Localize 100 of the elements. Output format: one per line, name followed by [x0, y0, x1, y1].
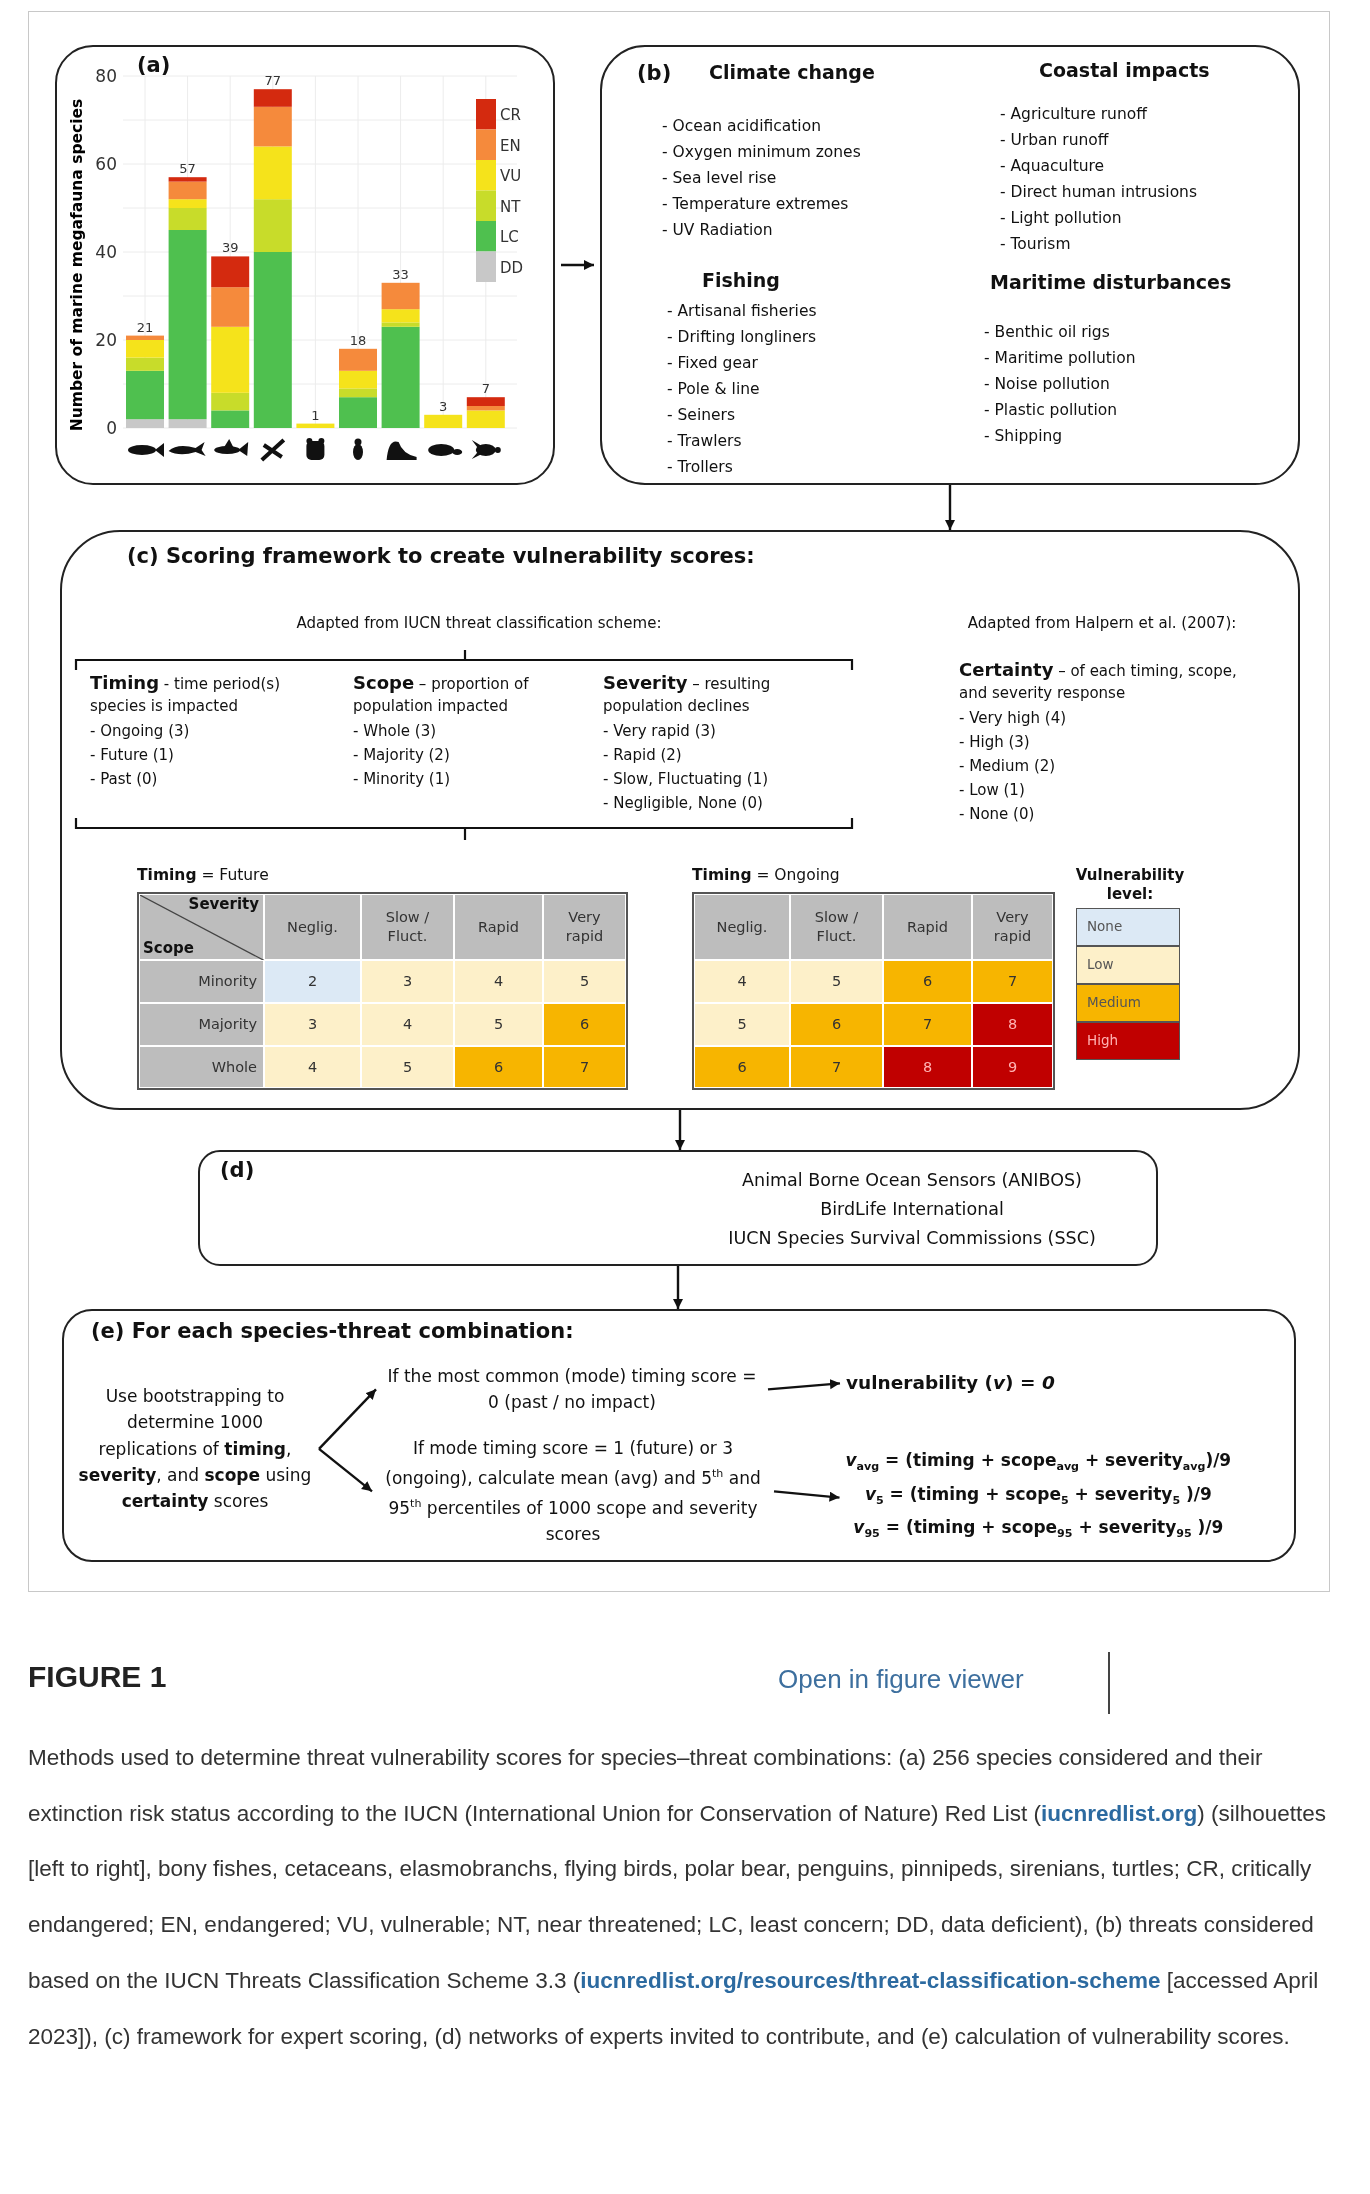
column-header: Rapid: [454, 894, 543, 960]
value-label: 3: [439, 398, 448, 414]
bar: [381, 322, 420, 327]
organization-name: Animal Borne Ocean Sensors (ANIBOS): [741, 1169, 1083, 1192]
legend-swatch: Medium: [1076, 984, 1180, 1022]
arrow: [945, 485, 955, 530]
bar: [339, 370, 377, 389]
list-item: - Maritime pollution: [984, 348, 1137, 369]
list-item: - Past (0): [90, 769, 159, 790]
organization-name: BirdLife International: [819, 1198, 1005, 1221]
section-heading: Fishing: [702, 269, 781, 291]
list-item: - Noise pollution: [984, 374, 1111, 395]
list-item: - Medium (2): [959, 756, 1057, 777]
panel-title: (c) Scoring framework to create vulnerability scores:: [127, 544, 756, 568]
arrow: [773, 1490, 840, 1502]
list-item: - Benthic oil rigs: [984, 322, 1111, 343]
list-item: - Very rapid (3): [603, 721, 717, 742]
arrow: [561, 260, 594, 270]
list-item: - Sea level rise: [662, 168, 778, 189]
list-item: - None (0): [959, 804, 1036, 825]
list-item: - Ocean acidification: [662, 116, 822, 137]
row-header: Majority: [139, 1003, 264, 1046]
axis-tick-label: 80: [95, 66, 117, 86]
table-cell: 7: [543, 1046, 626, 1088]
axis-tick-label: 40: [95, 242, 117, 262]
column-header: Neglig.: [264, 894, 361, 960]
step-text: Use bootstrapping to determine 1000 replications of timing, severity, and scope using certainty scores: [77, 1383, 313, 1515]
list-item: - Majority (2): [353, 745, 451, 766]
bar: [211, 392, 250, 411]
value-label: 77: [264, 73, 282, 89]
bar: [168, 181, 207, 200]
row-header: Minority: [139, 960, 264, 1003]
column-header: Slow / Fluct.: [790, 894, 883, 960]
value-label: 39: [221, 240, 239, 256]
bar: [466, 397, 505, 406]
bar: [126, 335, 164, 340]
list-item: - Minority (1): [353, 769, 452, 790]
bar: [168, 199, 207, 208]
rounded-panel: [600, 45, 1300, 485]
note-text: Adapted from IUCN threat classification scheme:: [295, 614, 663, 632]
organization-name: IUCN Species Survival Commissions (SSC): [727, 1227, 1097, 1250]
section-heading: Maritime disturbances: [990, 271, 1233, 293]
value-label: 1: [311, 407, 320, 423]
figure-viewer-link: Open in figure viewer: [778, 1664, 1024, 1695]
bar: [211, 326, 250, 393]
legend-swatch: Low: [1076, 946, 1180, 984]
column-header: Neglig.: [694, 894, 790, 960]
bar: [253, 199, 292, 252]
rounded-panel: [60, 530, 1300, 1110]
axis-tick-label: 60: [95, 154, 117, 174]
panel-label: (e) For each species-threat combination:: [91, 1319, 575, 1343]
bar: [211, 256, 250, 288]
bar: [253, 89, 292, 107]
section-heading: Climate change: [709, 61, 876, 83]
panel-label: (d): [220, 1158, 256, 1182]
category-heading: Certainty – of each timing, scope, and severity response: [959, 659, 1238, 704]
value-label: 33: [392, 266, 409, 282]
bar: [126, 370, 164, 420]
table-cell: 2: [264, 960, 361, 1003]
list-item: - Trawlers: [667, 431, 743, 452]
value-label: 21: [136, 319, 154, 335]
bar: [253, 146, 292, 200]
bar: [168, 208, 207, 230]
condition-text: If mode timing score = 1 (future) or 3 (ongoing), calculate mean (avg) and 5$^{th}$ and 95$^{th}$ percentiles of 1000 scope and severity scores: [378, 1435, 768, 1548]
legend-label: DD: [500, 258, 524, 277]
table-cell: 3: [264, 1003, 361, 1046]
arrow: [675, 1110, 685, 1150]
condition-text: If the most common (mode) timing score = 0 (past / no impact): [382, 1363, 762, 1416]
list-item: - Slow, Fluctuating (1): [603, 769, 770, 790]
table-cell: 4: [264, 1046, 361, 1088]
column-header: Rapid: [883, 894, 972, 960]
formula-text: v$_{avg}$ = (timing + scope$_{avg}$ + severity$_{avg}$)/9: [845, 1449, 1232, 1476]
column-header: Slow / Fluct.: [361, 894, 454, 960]
bar: [381, 309, 420, 323]
bar: [168, 177, 207, 182]
legend-swatch: High: [1076, 1022, 1180, 1060]
formula-text: v$_{95}$ = (timing + scope$_{95}$ + severity$_{95}$ )/9: [852, 1516, 1225, 1543]
bar: [466, 406, 505, 411]
bar: [339, 388, 377, 398]
table-cell: 6: [883, 960, 972, 1003]
list-item: - Agriculture runoff: [1000, 104, 1149, 125]
table-cell: 7: [883, 1003, 972, 1046]
bar: [339, 348, 377, 371]
table-cell: 4: [694, 960, 790, 1003]
list-item: - Direct human intrusions: [1000, 182, 1199, 203]
result-text: vulnerability (v) = 0: [846, 1369, 1055, 1398]
list-item: - High (3): [959, 732, 1031, 753]
list-item: - Fixed gear: [667, 353, 759, 374]
note-text: Adapted from Halpern et al. (2007):: [966, 614, 1238, 632]
table-cell: 4: [454, 960, 543, 1003]
rounded-panel: [62, 1309, 1296, 1562]
list-item: - Trollers: [667, 457, 734, 478]
list-item: - Pole & line: [667, 379, 761, 400]
table-cell: 6: [790, 1003, 883, 1046]
column-header: Very rapid: [972, 894, 1053, 960]
section-heading: Coastal impacts: [1039, 59, 1211, 81]
list-item: - Drifting longliners: [667, 327, 818, 348]
category-heading: Timing - time period(s) species is impacted: [90, 672, 281, 717]
bar: [466, 410, 505, 428]
legend-label: LC: [500, 228, 519, 246]
